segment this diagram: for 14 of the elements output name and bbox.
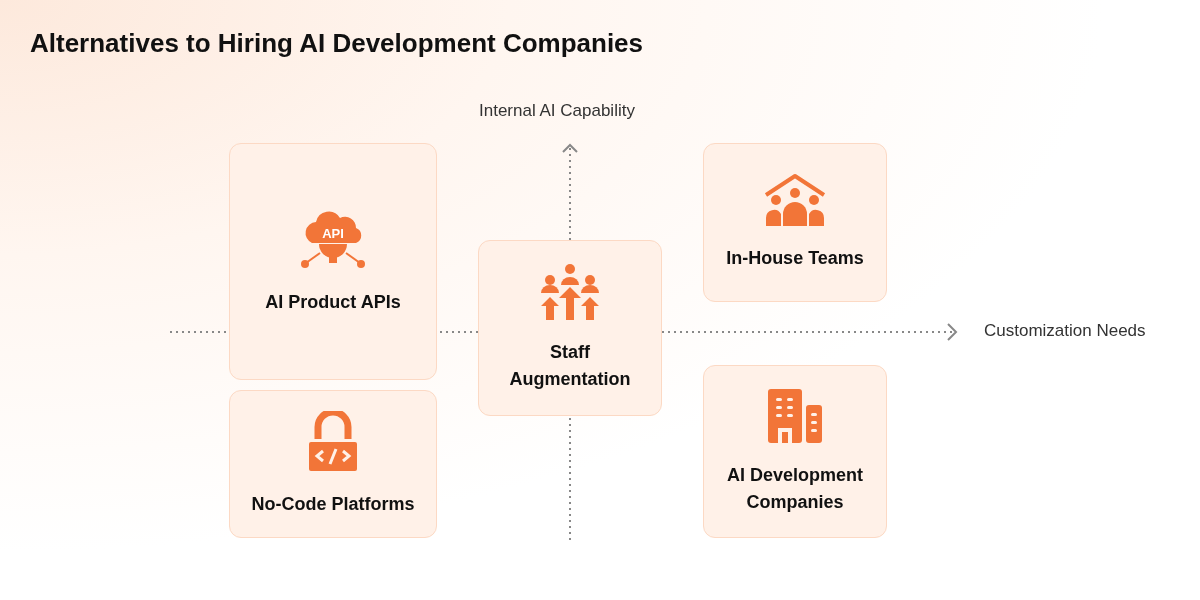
option-card xyxy=(229,143,437,380)
card-title: AI Product APIs xyxy=(264,291,402,314)
diagram-title: Alternatives to Hiring AI Development Companies xyxy=(30,28,644,59)
card-title: Staff Augmentation xyxy=(508,341,632,391)
option-card xyxy=(703,143,887,302)
axis-label: Customization Needs xyxy=(984,321,1146,341)
card-title: AI Development Companies xyxy=(726,463,864,514)
option-card xyxy=(478,240,662,416)
card-title: No-Code Platforms xyxy=(250,492,416,516)
option-card xyxy=(229,390,437,538)
option-card xyxy=(703,365,887,538)
card-title: In-House Teams xyxy=(725,247,865,270)
axis-label: Internal AI Capability xyxy=(479,101,635,121)
icon-text: API xyxy=(322,226,344,241)
